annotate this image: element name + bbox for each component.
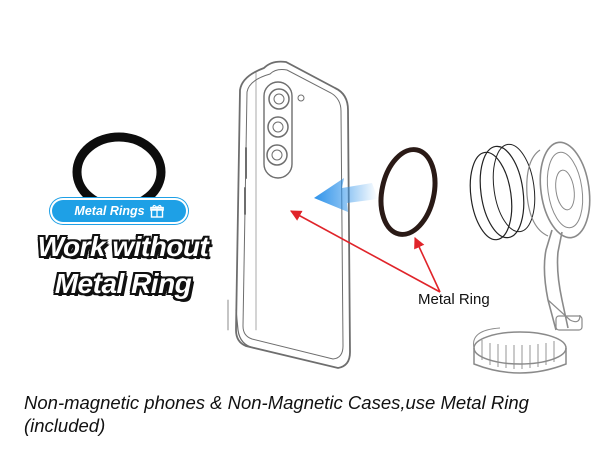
headline: Work without Metal Ring bbox=[18, 228, 228, 302]
metal-rings-badge: Metal Rings bbox=[52, 200, 186, 222]
badge-label: Metal Rings bbox=[74, 204, 145, 218]
callout-arrows bbox=[290, 210, 441, 293]
phone-mount-illustration bbox=[473, 141, 591, 374]
attach-arrow-icon bbox=[314, 178, 378, 212]
metal-ring-icon bbox=[378, 147, 438, 237]
headline-line-2: Metal Ring bbox=[54, 268, 192, 299]
metal-ring-callout-label: Metal Ring bbox=[418, 291, 490, 308]
phone-case-illustration bbox=[227, 60, 351, 369]
caption-text: Non-magnetic phones & Non-Magnetic Cases… bbox=[24, 392, 529, 436]
magnet-rings-exploded bbox=[469, 143, 536, 241]
black-ring-icon bbox=[72, 132, 166, 212]
gift-icon bbox=[149, 204, 164, 218]
headline-line-1: Work without bbox=[37, 231, 209, 262]
